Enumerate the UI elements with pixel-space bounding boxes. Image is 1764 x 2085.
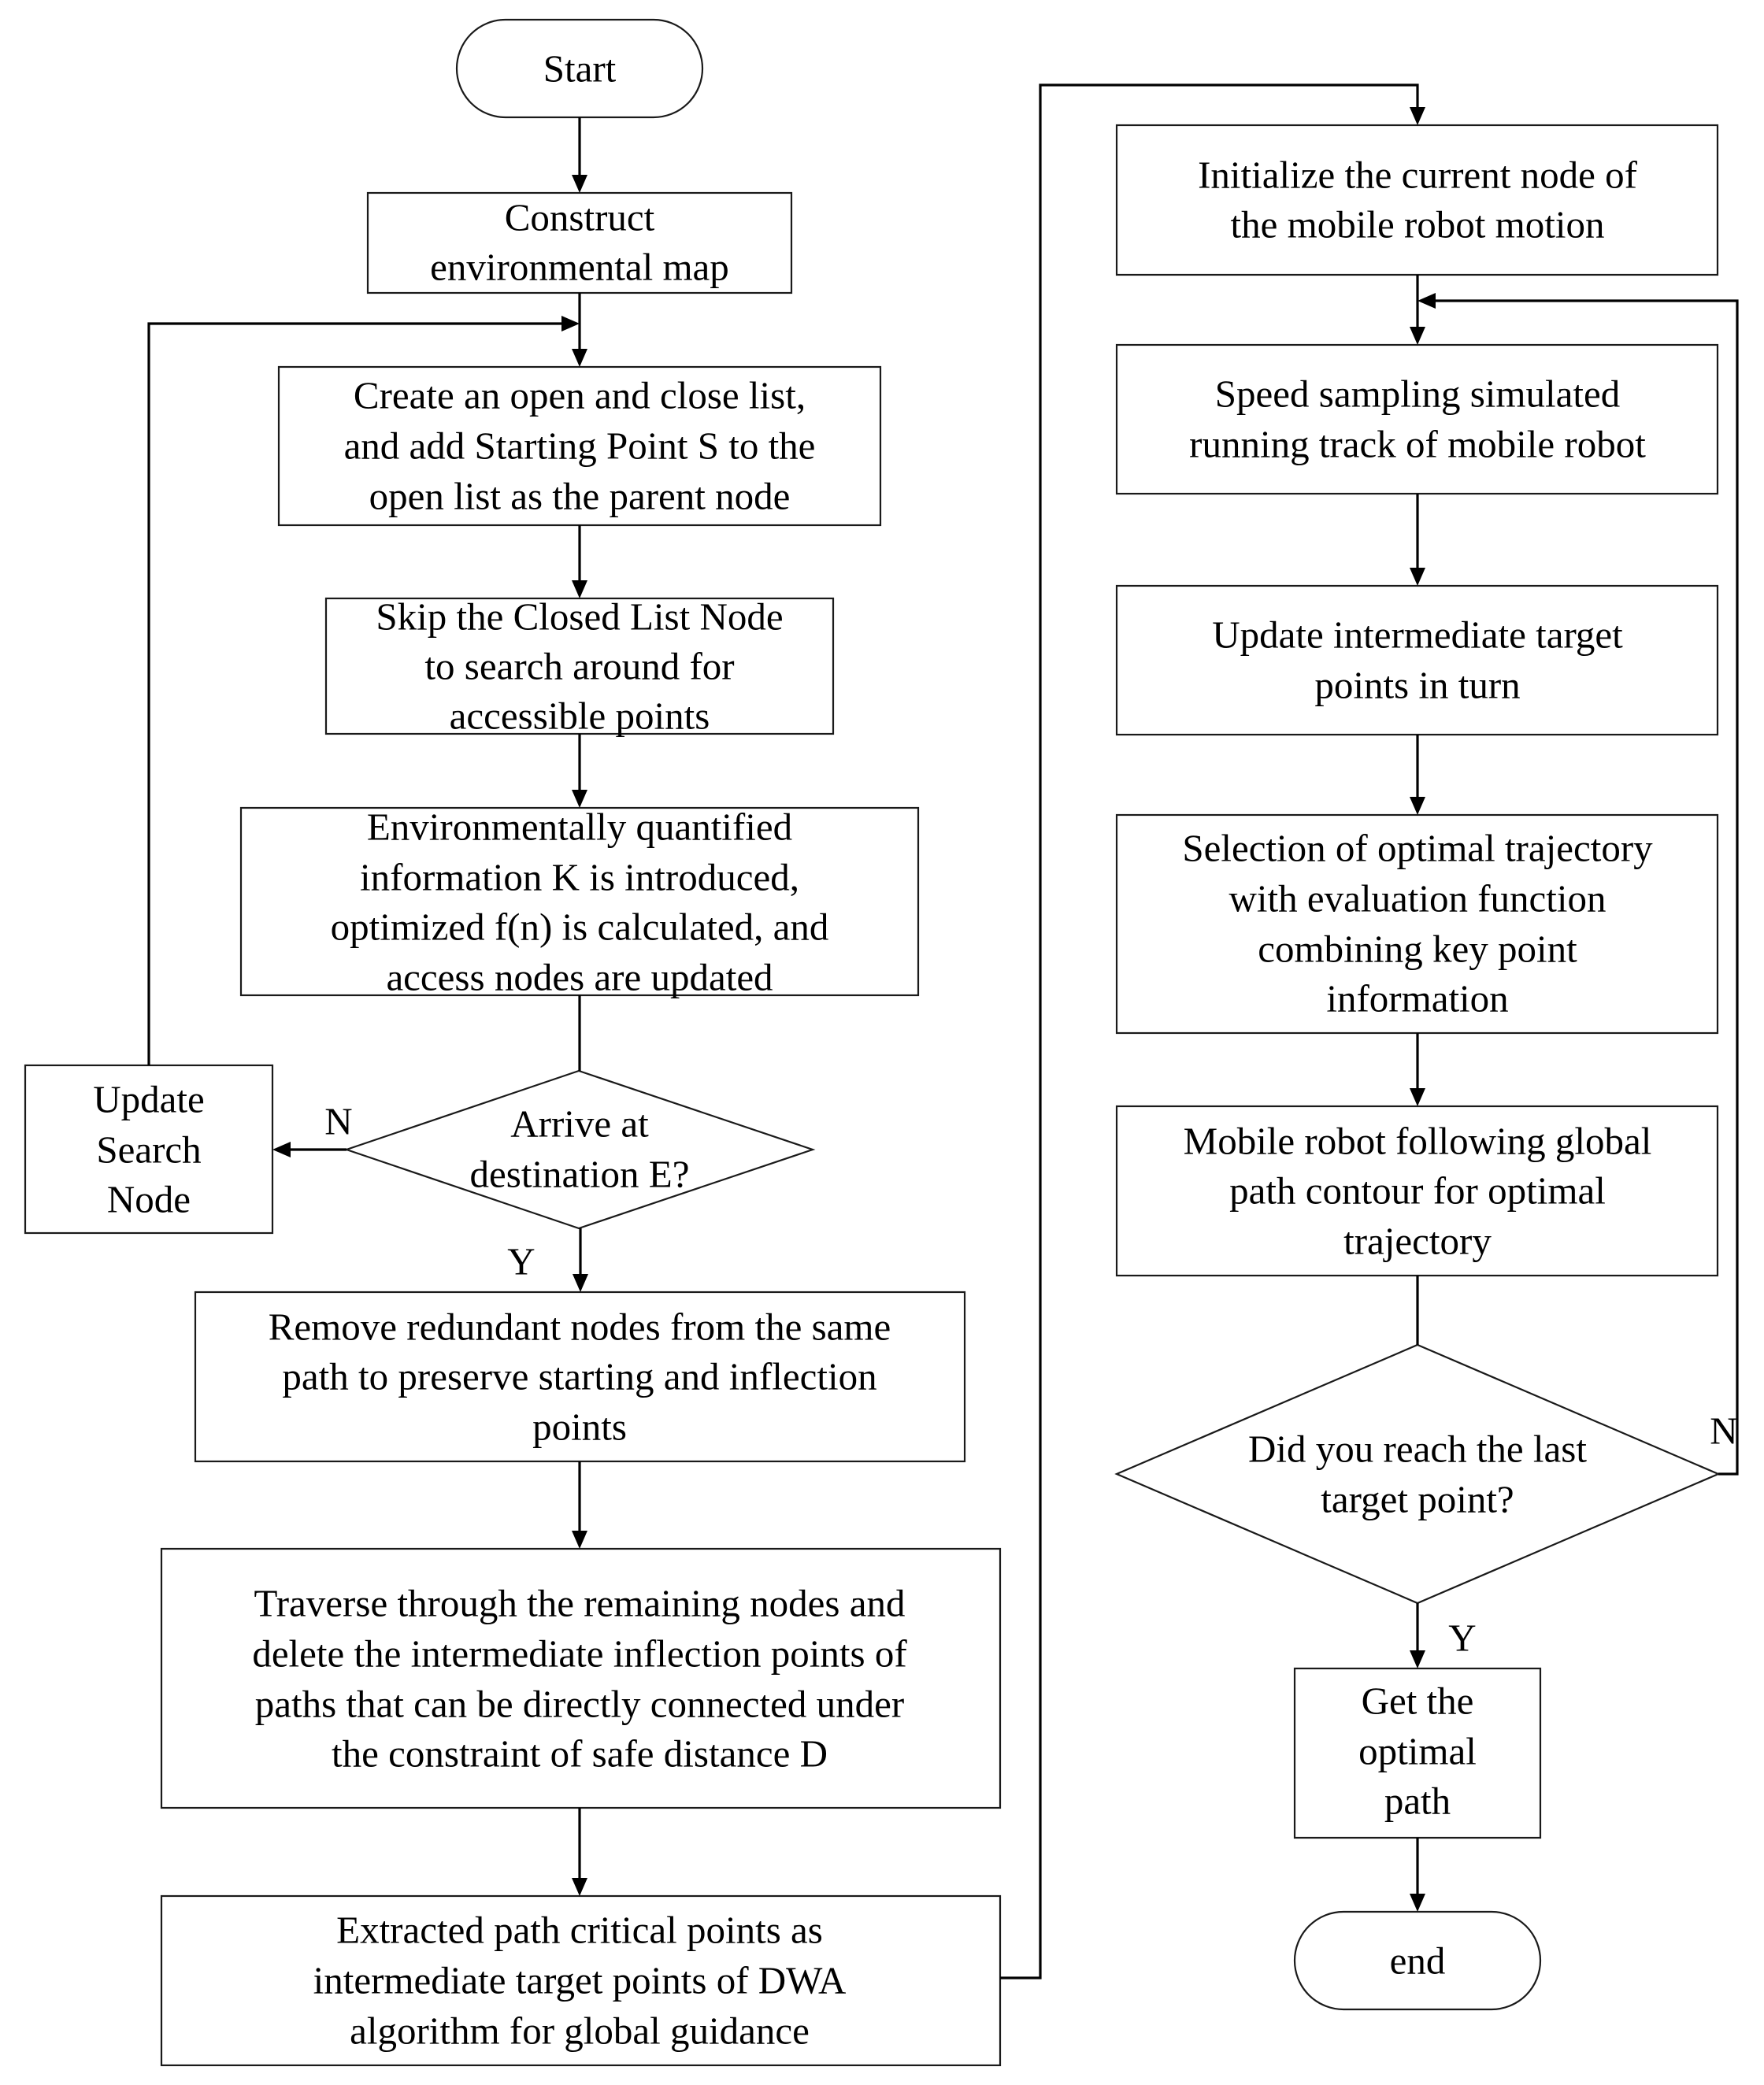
construct-map-line-2: environmental map xyxy=(430,246,729,289)
arrowhead-icon xyxy=(1410,797,1425,815)
follow-contour-box xyxy=(1115,1105,1719,1277)
speed-sampling-line-2: running track of mobile robot xyxy=(1189,423,1646,466)
connector-extract-to-init xyxy=(1000,83,1419,1979)
traverse-line-3: paths that can be directly connected und… xyxy=(255,1683,904,1726)
arrowhead-icon xyxy=(1410,568,1425,586)
extract-points-line-2: intermediate target points of DWA xyxy=(313,1959,847,2002)
end-label: end xyxy=(1390,1939,1446,1983)
env-quantified-line-2: information K is introduced, xyxy=(360,856,799,899)
create-lists-line-1: Create an open and close list, xyxy=(354,374,806,417)
update-targets-box xyxy=(1115,584,1719,736)
skip-closed-line-2: to search around for xyxy=(424,645,734,688)
select-trajectory-box xyxy=(1115,813,1719,1035)
arrowhead-icon xyxy=(572,349,587,367)
remove-redundant-line-2: path to preserve starting and inflection xyxy=(282,1355,876,1398)
init-node-line-2: the mobile robot motion xyxy=(1231,203,1605,246)
arrowhead-icon xyxy=(1410,327,1425,345)
arrowhead-icon xyxy=(1410,1894,1425,1912)
speed-sampling-line-1: Speed sampling simulated xyxy=(1215,372,1620,416)
arrowhead-icon xyxy=(1410,1088,1425,1106)
arrowhead-icon xyxy=(573,1274,588,1292)
update-search-line-2: Search xyxy=(96,1128,201,1172)
update-search-box xyxy=(24,1064,274,1235)
env-quantified-line-3: optimized f(n) is calculated, and xyxy=(331,905,829,949)
arrowhead-icon xyxy=(572,790,587,808)
connector-decision-no-loop-back xyxy=(1434,299,1739,1476)
init-node-box xyxy=(1115,124,1719,276)
skip-closed-line-1: Skip the Closed List Node xyxy=(376,595,783,639)
extract-points-box xyxy=(160,1894,1002,2067)
follow-contour-line-1: Mobile robot following global xyxy=(1184,1120,1652,1163)
arrowhead-icon xyxy=(572,1531,587,1549)
arrive-yes-label: Y xyxy=(507,1240,535,1283)
start-label: Start xyxy=(543,47,617,91)
select-trajectory-line-1: Selection of optimal trajectory xyxy=(1182,827,1653,870)
connector-update-loop-back xyxy=(147,322,563,1065)
arrowhead-icon xyxy=(572,1878,587,1896)
update-targets-line-1: Update intermediate target xyxy=(1212,613,1623,657)
construct-map-line-1: Construct xyxy=(505,196,655,239)
get-optimal-line-2: optimal xyxy=(1358,1730,1477,1773)
last-yes-label: Y xyxy=(1448,1617,1476,1660)
init-node-line-1: Initialize the current node of xyxy=(1198,154,1637,197)
arrowhead-icon xyxy=(1410,1650,1425,1668)
select-trajectory-line-2: with evaluation function xyxy=(1229,877,1606,920)
arrive-decision-line-1: Arrive at xyxy=(510,1102,649,1146)
traverse-line-2: delete the intermediate inflection point… xyxy=(252,1632,907,1676)
env-quantified-line-1: Environmentally quantified xyxy=(367,805,792,849)
last-target-decision-diamond xyxy=(1114,1343,1721,1605)
skip-closed-line-3: accessible points xyxy=(450,694,710,738)
remove-redundant-box xyxy=(194,1291,966,1463)
arrowhead-icon xyxy=(1410,107,1425,125)
arrive-decision-line-2: destination E? xyxy=(470,1153,690,1196)
arrive-decision-diamond xyxy=(343,1069,816,1230)
follow-contour-line-2: path contour for optimal xyxy=(1229,1169,1606,1213)
traverse-line-1: Traverse through the remaining nodes and xyxy=(254,1582,906,1625)
env-quantified-box xyxy=(239,806,920,997)
arrowhead-icon xyxy=(572,175,587,193)
create-lists-line-2: and add Starting Point S to the xyxy=(344,424,816,468)
update-targets-line-2: points in turn xyxy=(1314,664,1520,707)
extract-points-line-3: algorithm for global guidance xyxy=(350,2009,810,2053)
env-quantified-line-4: access nodes are updated xyxy=(386,956,773,999)
arrowhead-icon xyxy=(272,1142,291,1157)
remove-redundant-line-1: Remove redundant nodes from the same xyxy=(269,1305,891,1349)
follow-contour-line-3: trajectory xyxy=(1343,1220,1492,1263)
remove-redundant-line-3: points xyxy=(532,1405,627,1449)
construct-map-box xyxy=(366,191,793,294)
arrowhead-icon xyxy=(561,316,580,331)
update-search-line-3: Node xyxy=(107,1178,191,1221)
create-lists-line-3: open list as the parent node xyxy=(369,475,791,518)
select-trajectory-line-4: information xyxy=(1326,977,1508,1020)
extract-points-line-1: Extracted path critical points as xyxy=(336,1909,823,1952)
traverse-line-4: the constraint of safe distance D xyxy=(332,1732,828,1776)
last-no-label: N xyxy=(1710,1409,1737,1453)
last-target-decision-line-2: target point? xyxy=(1321,1478,1514,1521)
update-search-line-1: Update xyxy=(93,1078,205,1121)
traverse-box xyxy=(160,1547,1002,1809)
speed-sampling-box xyxy=(1115,343,1719,495)
last-target-decision-line-1: Did you reach the last xyxy=(1248,1428,1587,1471)
arrowhead-icon xyxy=(1418,293,1436,309)
get-optimal-line-1: Get the xyxy=(1362,1679,1474,1723)
get-optimal-line-3: path xyxy=(1384,1779,1451,1823)
select-trajectory-line-3: combining key point xyxy=(1258,928,1577,971)
arrowhead-icon xyxy=(572,580,587,598)
arrive-no-label: N xyxy=(324,1100,352,1143)
skip-closed-box xyxy=(324,597,835,735)
